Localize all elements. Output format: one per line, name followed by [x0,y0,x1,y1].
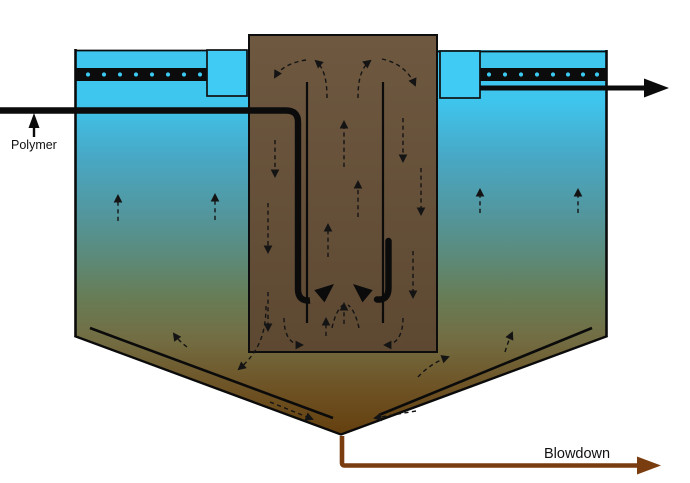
recirculation-injection-arrowhead [353,284,373,303]
blowdown-arrowhead [637,456,661,475]
hopper-floor-line-right [378,326,593,417]
effluent-launder-left [75,68,207,81]
flow-arrow [381,58,417,87]
sludge-blanket-column [248,34,438,353]
polymer-pipe-run [0,107,311,304]
weir-box-right [439,50,481,99]
flow-arrow [283,317,304,350]
polymer-injection-arrowhead [314,284,334,303]
flow-arrow [172,332,188,348]
polymer-inlet-arrowhead [28,113,40,128]
blowdown-outlet: Blowdown [339,436,661,475]
rise-arrows-clarified-zone [113,188,583,221]
draft-tube-walls [305,82,385,323]
recirculation-pipe [353,237,392,303]
recirculation-pipe-run [373,237,392,303]
tank-walls [74,49,608,436]
flow-arrow [504,331,514,353]
launder-bar [480,68,607,81]
launder-orifice-dots [486,72,600,77]
flow-arrow [347,304,360,329]
flow-arrow [417,355,450,378]
blowdown-pipe [339,436,645,468]
sludge-flow-arrows-hopper [172,305,514,422]
flow-arrow [314,59,328,99]
flow-arrow [237,305,267,371]
hopper-floor-line-left [89,326,334,420]
effluent-outflow-arrow [480,78,669,98]
flow-arrow [357,59,372,99]
polymer-feed-pipe [0,107,334,304]
hopper-floor-lines [89,326,593,420]
circulation-arrows-column [263,58,426,350]
flow-arrow [383,317,404,350]
flow-arrow [274,59,307,79]
effluent-launder-right [480,68,607,81]
blowdown-label: Blowdown [544,446,610,462]
effluent-arrowhead [644,78,669,98]
hopper-wall [74,334,608,436]
weir-box-left [206,49,248,97]
polymer-inlet: Polymer [11,113,57,152]
flow-arrow [331,304,344,329]
launder-orifice-dots [85,72,203,77]
launder-bar [75,68,207,81]
polymer-label: Polymer [11,138,57,152]
